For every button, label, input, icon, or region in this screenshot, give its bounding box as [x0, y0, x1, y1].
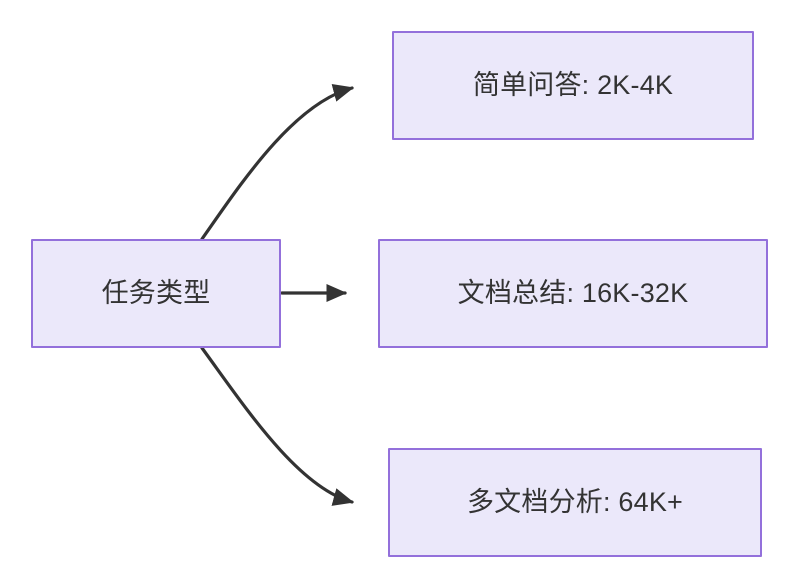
edge-source-to-simple-qa: [200, 84, 355, 241]
node-label: 文档总结: 16K-32K: [457, 278, 689, 309]
node-simple-qa[interactable]: 简单问答: 2K-4K: [392, 31, 754, 140]
node-multi-doc[interactable]: 多文档分析: 64K+: [388, 448, 762, 557]
node-task-type[interactable]: 任务类型: [31, 239, 281, 348]
node-label: 简单问答: 2K-4K: [472, 70, 674, 101]
node-doc-summary[interactable]: 文档总结: 16K-32K: [378, 239, 768, 348]
node-label: 任务类型: [101, 278, 211, 309]
node-label: 多文档分析: 64K+: [466, 487, 683, 518]
edge-source-to-multi-doc: [200, 346, 355, 506]
